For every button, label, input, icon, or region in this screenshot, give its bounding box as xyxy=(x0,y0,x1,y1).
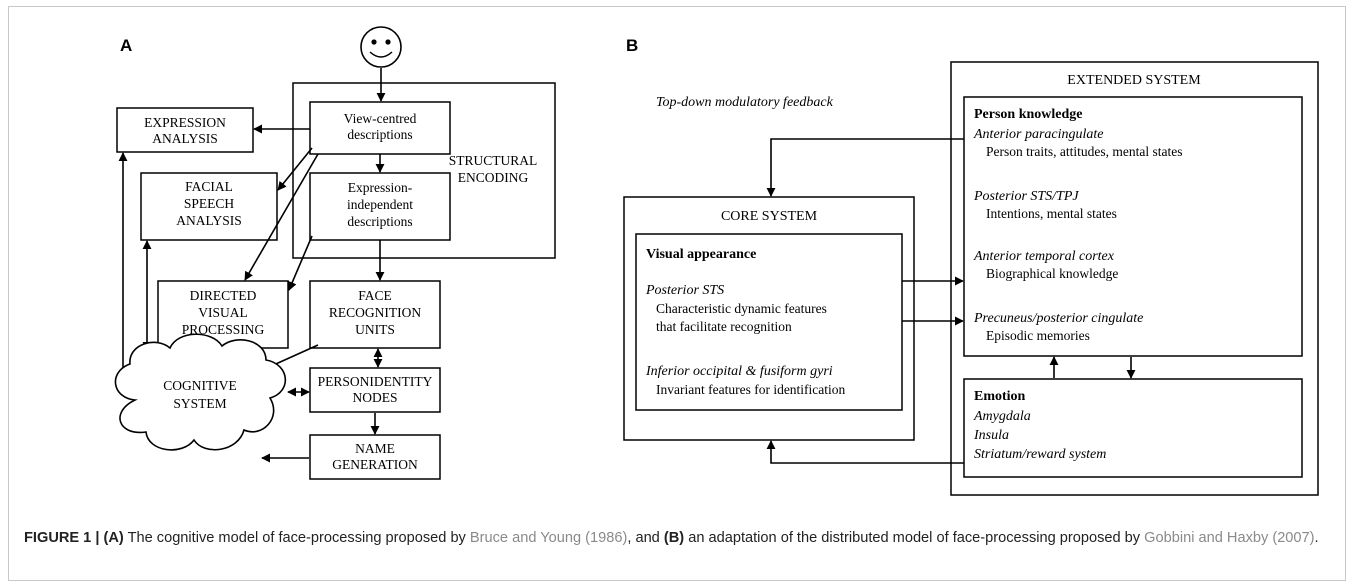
person-identity-line-1: PERSONIDENTITY xyxy=(318,374,433,389)
face-recognition-line-3: UNITS xyxy=(355,322,395,337)
caption-figure-label: FIGURE 1 | xyxy=(24,530,100,546)
expression-analysis-line-2: ANALYSIS xyxy=(152,131,217,146)
facial-speech-line-1: FACIAL xyxy=(185,179,233,194)
facial-speech-box xyxy=(140,172,278,241)
figure-frame xyxy=(8,6,1346,581)
expression-analysis-box xyxy=(116,107,254,153)
core-system-box xyxy=(623,196,915,441)
emotion-region-3: Striatum/reward system xyxy=(974,447,1106,462)
smiley-face-icon xyxy=(360,26,402,68)
cognitive-system-cloud xyxy=(114,333,287,451)
directed-visual-line-2: VISUAL xyxy=(198,305,248,320)
person-identity-line-2: NODES xyxy=(352,390,397,405)
emotion-region-1: Amygdala xyxy=(973,409,1031,424)
expression-independent-box xyxy=(309,172,451,241)
arrow-view-to-facial-speech xyxy=(277,147,313,191)
person-knowledge-desc-3: Biographical knowledge xyxy=(986,266,1118,281)
directed-visual-line-3: PROCESSING xyxy=(182,322,265,337)
person-knowledge-box xyxy=(963,96,1303,357)
structural-encoding-box xyxy=(292,82,556,259)
caption-b-marker: (B) xyxy=(663,530,685,546)
emotion-box xyxy=(963,378,1303,478)
figure-caption: FIGURE 1 | (A) The cognitive model of fa… xyxy=(24,528,1334,549)
person-knowledge-desc-2: Intentions, mental states xyxy=(986,206,1117,221)
name-generation-box xyxy=(309,434,441,480)
person-knowledge-desc-1: Person traits, attitudes, mental states xyxy=(986,144,1182,159)
name-generation-line-2: GENERATION xyxy=(332,457,418,472)
extended-system-box xyxy=(950,61,1319,496)
person-knowledge-region-1: Anterior paracingulate xyxy=(973,127,1104,142)
expression-analysis-line-1: EXPRESSION xyxy=(144,115,226,130)
expression-independent-line-1: Expression- xyxy=(348,180,413,195)
person-knowledge-desc-4: Episodic memories xyxy=(986,328,1090,343)
emotion-region-2: Insula xyxy=(973,428,1009,443)
face-recognition-line-1: FACE xyxy=(358,288,392,303)
person-knowledge-region-4: Precuneus/posterior cingulate xyxy=(973,311,1143,326)
view-centred-box xyxy=(309,101,451,155)
emotion-heading: Emotion xyxy=(974,389,1026,404)
structural-encoding-line-1: STRUCTURAL xyxy=(449,153,538,168)
person-knowledge-region-2: Posterior STS/TPJ xyxy=(973,189,1079,204)
directed-visual-line-1: DIRECTED xyxy=(190,288,257,303)
smiley-right-eye xyxy=(385,39,391,45)
arrow-feedback-to-core xyxy=(766,138,964,197)
expression-independent-line-3: descriptions xyxy=(347,214,412,229)
arrow-emotion-to-core xyxy=(766,440,964,464)
caption-text-4: . xyxy=(1314,530,1319,546)
arrow-view-to-directed-visual xyxy=(244,153,319,281)
cognitive-system-line-2: SYSTEM xyxy=(173,396,226,411)
person-knowledge-region-3: Anterior temporal cortex xyxy=(973,249,1115,264)
visual-appearance-box xyxy=(635,233,903,411)
caption-text-1: The cognitive model of face-processing p… xyxy=(127,530,466,546)
panel-a-letter: A xyxy=(120,36,132,55)
core-region-1-desc-2: that facilitate recognition xyxy=(656,319,792,334)
caption-a-marker: (A) xyxy=(103,530,124,546)
structural-encoding-line-2: ENCODING xyxy=(458,170,529,185)
cognitive-system-line-1: COGNITIVE xyxy=(163,378,237,393)
smiley-left-eye xyxy=(371,39,377,45)
name-generation-line-1: NAME xyxy=(355,441,395,456)
panel-b-letter: B xyxy=(626,36,638,55)
facial-speech-line-3: ANALYSIS xyxy=(176,213,241,228)
person-identity-box xyxy=(309,367,441,413)
core-region-1: Posterior STS xyxy=(645,283,724,298)
expression-independent-line-2: independent xyxy=(347,197,413,212)
core-region-2: Inferior occipital & fusiform gyri xyxy=(645,364,833,379)
extended-system-title: EXTENDED SYSTEM xyxy=(1067,73,1201,88)
visual-appearance-heading: Visual appearance xyxy=(646,247,756,262)
person-knowledge-heading: Person knowledge xyxy=(974,107,1083,122)
view-centred-line-1: View-centred xyxy=(344,111,417,126)
facial-speech-line-2: SPEECH xyxy=(184,196,235,211)
core-region-2-desc-1: Invariant features for identification xyxy=(656,382,846,397)
core-system-title: CORE SYSTEM xyxy=(721,209,818,224)
face-recognition-box xyxy=(309,280,441,349)
caption-text-3: an adaptation of the distributed model o… xyxy=(688,530,1141,546)
caption-cite-bruce-young[interactable]: Bruce and Young (1986) xyxy=(469,530,628,546)
arrow-expr-indep-to-directed-visual xyxy=(288,235,313,291)
core-region-1-desc-1: Characteristic dynamic features xyxy=(656,301,827,316)
face-recognition-line-2: RECOGNITION xyxy=(329,305,421,320)
caption-text-2: , and xyxy=(627,530,660,546)
feedback-label: Top-down modulatory feedback xyxy=(656,95,834,110)
caption-cite-gobbini-haxby[interactable]: Gobbini and Haxby (2007) xyxy=(1144,530,1315,546)
smiley-mouth xyxy=(369,51,393,58)
view-centred-line-2: descriptions xyxy=(347,127,412,142)
